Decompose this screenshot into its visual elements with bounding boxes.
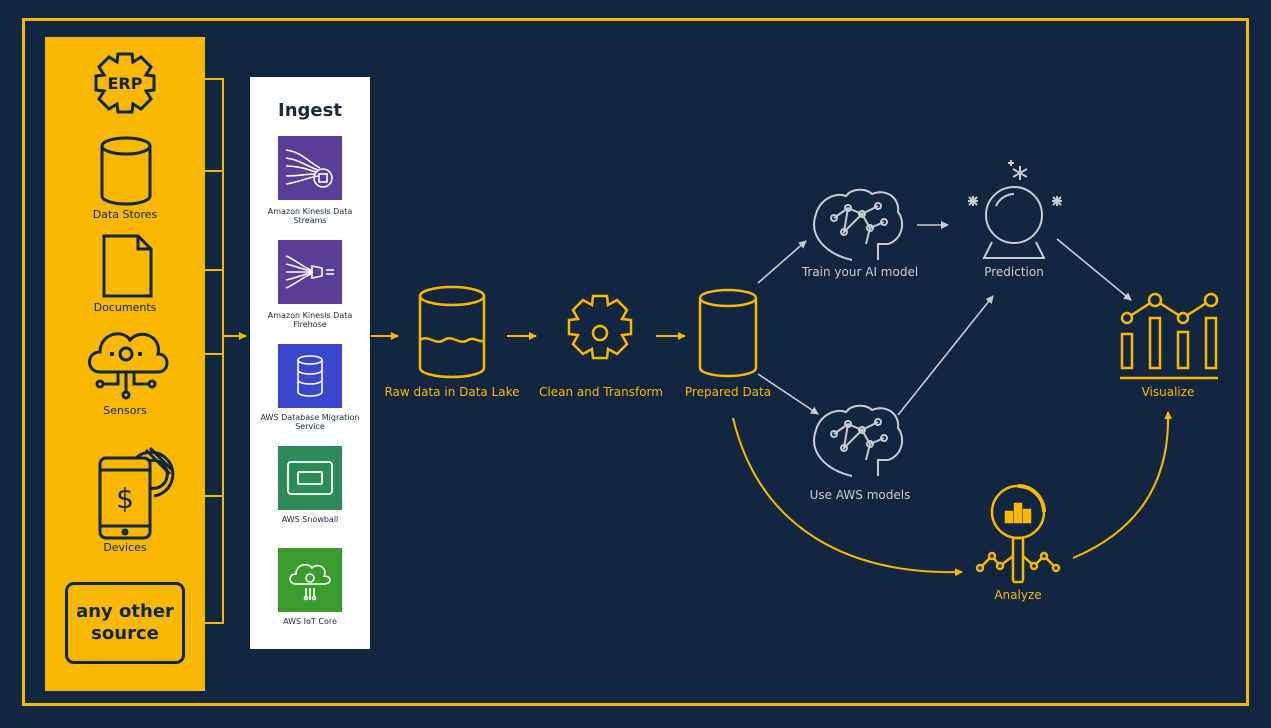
outer-frame — [22, 18, 1249, 706]
iot-icon — [278, 548, 342, 612]
prepared-data-label: Prepared Data — [684, 385, 772, 399]
database-icon — [278, 344, 342, 408]
data-stores-icon — [100, 136, 152, 206]
arrow-analyze-to-visualize — [1072, 411, 1173, 559]
brain-aws-models-icon — [813, 404, 904, 477]
crystal-ball-icon — [968, 160, 1062, 259]
train-model-label: Train your AI model — [801, 265, 919, 279]
iot-label: AWS IoT Core — [283, 617, 337, 626]
arrow-models-to-prediction — [897, 295, 994, 416]
arrow-to-visualize — [1056, 238, 1132, 301]
visualize-label: Visualize — [1141, 385, 1195, 399]
clean-transform-label: Clean and Transform — [539, 385, 663, 399]
devices-label: Devices — [103, 541, 147, 554]
firehose-icon — [278, 240, 342, 304]
arrow-prepared-to-analyze — [732, 417, 963, 577]
analyze-label: Analyze — [994, 588, 1042, 602]
documents-label: Documents — [93, 301, 157, 314]
raw-data-label: Raw data in Data Lake — [384, 385, 520, 399]
prepared-data-icon — [698, 288, 758, 378]
erp-label: ERP — [108, 74, 143, 93]
analyze-magnifier-icon — [975, 484, 1061, 584]
brain-train-icon — [813, 188, 904, 261]
data-stores-label: Data Stores — [92, 208, 158, 221]
device-phone-icon — [98, 446, 175, 540]
data-lake-icon — [418, 285, 486, 379]
firehose-label: Amazon Kinesis Data Firehose — [267, 311, 353, 329]
sources-bracket — [205, 78, 224, 624]
visualize-chart-icon — [1120, 292, 1219, 380]
arrow-to-train — [757, 240, 807, 284]
erp-gear-icon — [94, 52, 156, 114]
ingest-title: Ingest — [278, 100, 342, 121]
sensors-cloud-icon — [88, 332, 169, 400]
aws-models-label: Use AWS models — [809, 488, 911, 502]
dms-label: AWS Database Migration Service — [260, 413, 360, 431]
streams-icon — [278, 136, 342, 200]
snowball-icon — [278, 446, 342, 510]
arrow-to-aws-models — [757, 373, 819, 415]
prediction-label: Prediction — [984, 265, 1044, 279]
document-icon — [102, 234, 153, 298]
clean-gear-icon — [567, 294, 633, 360]
sensors-label: Sensors — [103, 404, 147, 417]
snowball-label: AWS Snowball — [281, 515, 339, 524]
streams-label: Amazon Kinesis Data Streams — [267, 207, 353, 225]
dollar-icon: $ — [116, 482, 134, 515]
other-source-box: any other source — [65, 582, 185, 664]
